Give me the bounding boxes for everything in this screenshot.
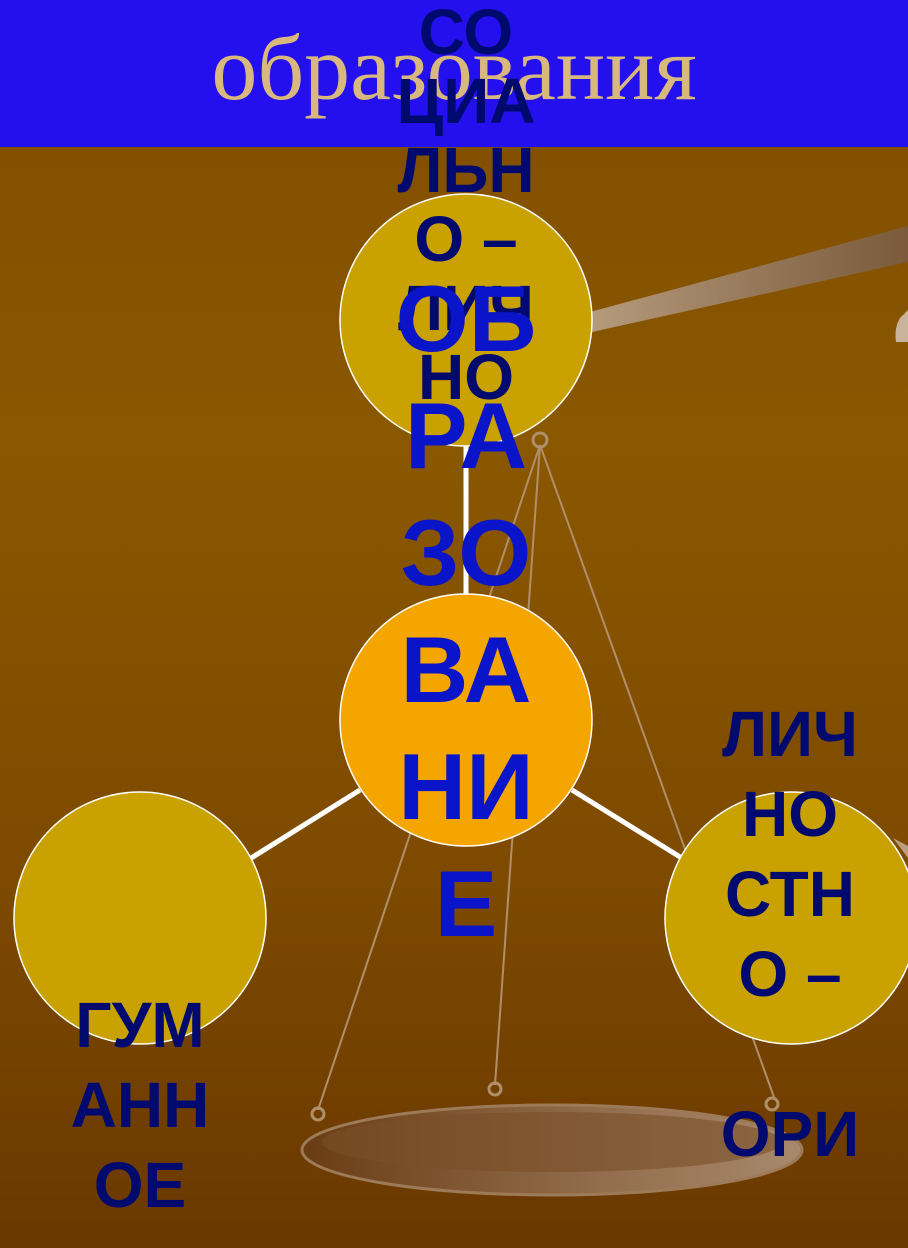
connector-right [570,787,687,863]
label-line: ЗО [400,500,532,605]
node-label-social: СО ЦИА ЛЬН О – ЛИЧ НО [340,0,592,412]
header-bar [0,0,908,147]
label-line: ЦИА [396,65,536,137]
label-line: ЛИЧ [722,698,858,770]
scale-ring [310,1106,326,1122]
scale-pan-inner [322,1112,782,1172]
label-line: НО [418,341,514,413]
label-line: О – [414,203,518,275]
node-circle-center [339,593,593,847]
node-circle-right [664,791,908,1045]
slide-title: образования [211,17,697,119]
label-line: НО [742,778,838,850]
connector-left [246,787,362,863]
label-line: СО [418,0,514,68]
label-line: СТН [725,858,855,930]
node-label-personal: ЛИЧ НО СТН О – ОРИ [680,694,900,1174]
node-circle-left [13,791,267,1045]
label-line: ОРИ [720,1098,860,1170]
scale-ring [487,1081,503,1097]
label-line: РА [404,383,528,488]
scale-ring [531,431,549,449]
label-line: ОБ [395,266,537,371]
scale-ring [764,1096,780,1112]
label-line: АНН [70,1069,210,1141]
label-line: НИ [398,734,534,839]
label-line: ЛЬН [397,134,535,206]
node-circle-top [339,193,593,447]
scale-beam [590,226,908,332]
label-line: О – [738,938,842,1010]
label-line [680,1014,900,1094]
label-line: ЛИЧ [398,272,534,344]
scale-hook-right [893,838,908,858]
scale-beam-end [895,310,908,342]
node-label-humane: ГУМ АНН ОЕ [20,985,260,1225]
label-line: ВА [400,617,532,722]
label-line: ОЕ [93,1149,187,1221]
label-line: ГУМ [75,989,205,1061]
node-label-education: ОБ РА ЗО ВА НИ Е [340,260,592,962]
label-line: Е [434,851,498,956]
